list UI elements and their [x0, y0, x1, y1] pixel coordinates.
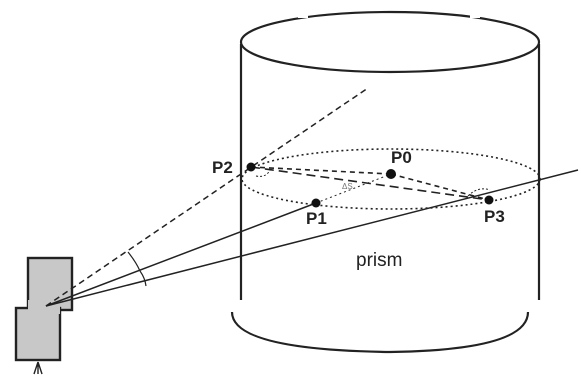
cylinder-top-ellipse — [239, 10, 541, 74]
label-prism: prism — [356, 250, 402, 271]
points — [246, 162, 494, 208]
label-p2: P2 — [212, 158, 233, 177]
station-tripod — [33, 361, 43, 375]
inner-construction — [250, 166, 491, 204]
bottom-gap — [225, 302, 545, 312]
cylinder-bottom-arc — [230, 311, 530, 354]
sight-line-p2 — [45, 87, 369, 307]
station-body-bottom — [14, 306, 62, 362]
sight-line-p1 — [45, 202, 317, 307]
label-distance-mark: ΔS — [342, 182, 353, 191]
total-station-icon — [14, 256, 74, 375]
angle-arc-lower — [139, 270, 147, 287]
top-gap-2 — [470, 8, 480, 18]
top-gap-1 — [298, 8, 308, 18]
p3-angle-mark — [467, 188, 491, 197]
sight-line-p3 — [45, 169, 579, 307]
angle-arc-upper — [127, 251, 141, 272]
point-p3 — [484, 195, 494, 205]
line-p2-p3-chord — [250, 166, 490, 201]
point-p0 — [386, 169, 396, 179]
label-p1: P1 — [306, 209, 327, 228]
label-p3: P3 — [484, 207, 505, 226]
sight-lines — [45, 87, 579, 307]
point-p1 — [311, 198, 321, 208]
point-p2 — [246, 162, 256, 172]
label-p0: P0 — [391, 148, 412, 167]
line-p1-p0 — [315, 173, 392, 204]
prism-cylinder — [225, 8, 545, 354]
p2-angle-mark — [255, 169, 271, 177]
line-p0-p3 — [390, 173, 490, 201]
